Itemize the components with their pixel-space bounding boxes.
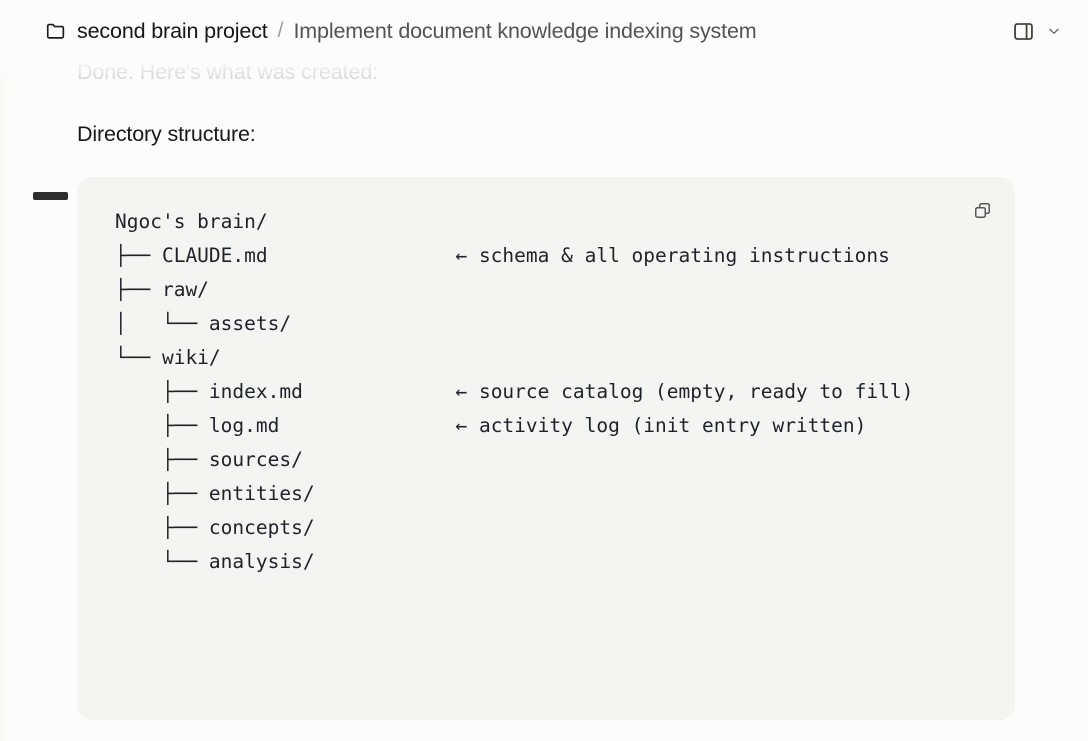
breadcrumb-separator: / xyxy=(277,19,284,42)
code-block: Ngoc's brain/ ├── CLAUDE.md ← schema & a… xyxy=(77,177,1015,720)
chevron-down-icon[interactable] xyxy=(1044,18,1064,44)
app-header: second brain project / Implement documen… xyxy=(0,0,1088,62)
header-actions xyxy=(1008,16,1064,46)
section-heading-directory-structure: Directory structure: xyxy=(77,122,256,146)
breadcrumb-project-name[interactable]: second brain project xyxy=(77,18,268,43)
code-block-content: Ngoc's brain/ ├── CLAUDE.md ← schema & a… xyxy=(115,210,914,573)
collapse-toggle-dash[interactable] xyxy=(33,192,68,200)
breadcrumb-task-title[interactable]: Implement document knowledge indexing sy… xyxy=(293,18,757,43)
sidebar-panel-icon[interactable] xyxy=(1008,16,1038,46)
breadcrumb: second brain project / Implement documen… xyxy=(44,19,996,44)
copy-icon[interactable] xyxy=(969,197,995,223)
folder-icon xyxy=(44,19,68,43)
assistant-message-faded: Done. Here's what was created: xyxy=(77,60,379,84)
